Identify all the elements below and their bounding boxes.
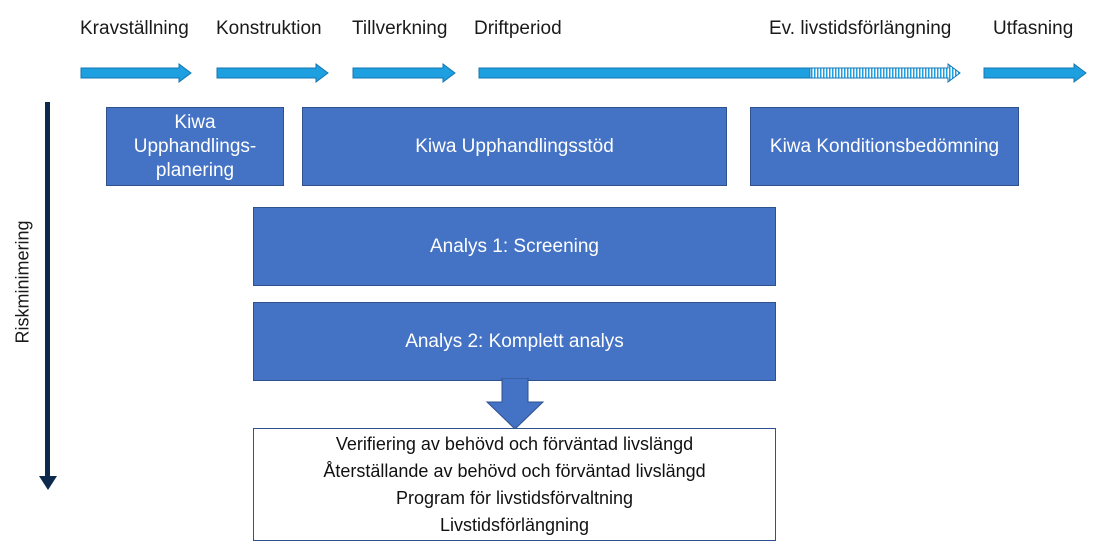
analysis-box-screening: Analys 1: Screening — [253, 207, 776, 286]
side-label: Riskminimering — [12, 220, 33, 344]
side-label-container: Riskminimering — [8, 212, 38, 352]
result-item: Program för livstidsförvaltning — [395, 487, 634, 508]
phase-label-driftperiod: Driftperiod — [474, 18, 562, 39]
timeline-arrow-kravstallning — [80, 63, 192, 83]
down-arrow-icon — [485, 378, 545, 430]
analysis-box-komplett: Analys 2: Komplett analys — [253, 302, 776, 381]
service-text-line: Kiwa — [174, 111, 216, 133]
result-item: Återställande av behövd och förväntad li… — [323, 460, 706, 481]
timeline-arrow-konstruktion — [216, 63, 329, 83]
service-box-konditionsbedomning: Kiwa Konditionsbedömning — [750, 107, 1019, 186]
service-box-upphandlingsplanering: Kiwa Upphandlings- planering — [106, 107, 284, 186]
analysis-text: Analys 1: Screening — [430, 235, 599, 257]
phase-label-livstidsforlangning: Ev. livstidsförlängning — [769, 18, 952, 39]
phase-label-konstruktion: Konstruktion — [216, 18, 322, 39]
timeline-arrow-utfasning — [983, 63, 1087, 83]
timeline-arrow-driftperiod — [478, 63, 962, 83]
service-text: Kiwa Konditionsbedömning — [769, 135, 1000, 157]
phase-label-kravstallning: Kravställning — [80, 18, 189, 39]
service-text: Kiwa Upphandlingsstöd — [415, 135, 614, 157]
phase-label-utfasning: Utfasning — [993, 18, 1074, 39]
result-item: Livstidsförlängning — [439, 514, 590, 535]
analysis-text: Analys 2: Komplett analys — [405, 330, 624, 352]
timeline-arrow-tillverkning — [352, 63, 456, 83]
risk-axis-arrow-icon — [39, 102, 57, 490]
results-box: Verifiering av behövd och förväntad livs… — [253, 428, 776, 541]
service-text-line: planering — [155, 159, 235, 181]
result-item: Verifiering av behövd och förväntad livs… — [335, 433, 694, 454]
phase-label-tillverkning: Tillverkning — [352, 18, 448, 39]
service-box-upphandlingsstod: Kiwa Upphandlingsstöd — [302, 107, 727, 186]
service-text-line: Upphandlings- — [133, 135, 257, 157]
